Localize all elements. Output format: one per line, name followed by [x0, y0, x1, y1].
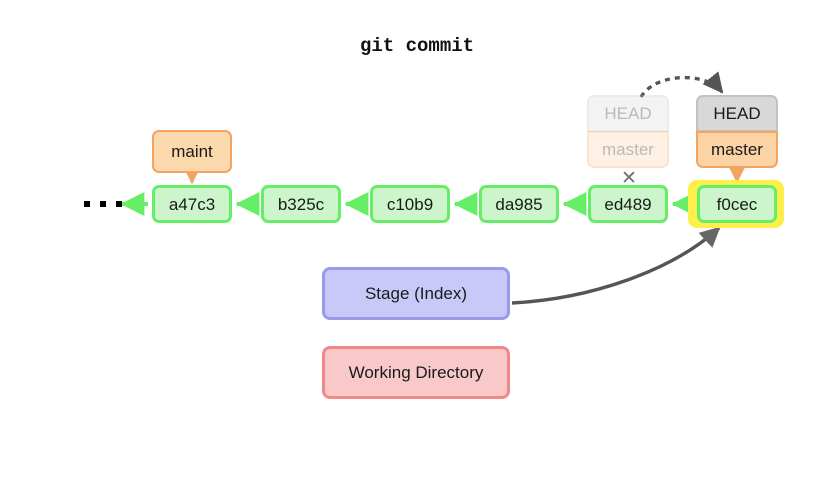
commit-node-ed489[interactable]: ed489	[588, 185, 668, 223]
commit-node-da985[interactable]: da985	[479, 185, 559, 223]
detach-x-icon: ✕	[621, 168, 637, 189]
commit-node-f0cec[interactable]: f0cec	[697, 185, 777, 223]
branch-label-master[interactable]: master	[696, 131, 778, 168]
commit-node-b325c[interactable]: b325c	[261, 185, 341, 223]
history-ellipsis	[84, 201, 122, 207]
head-label-previous: HEAD	[587, 95, 669, 132]
working-directory-box[interactable]: Working Directory	[322, 346, 510, 399]
branch-label-maint[interactable]: maint	[152, 130, 232, 173]
commit-node-a47c3[interactable]: a47c3	[152, 185, 232, 223]
head-label[interactable]: HEAD	[696, 95, 778, 132]
stage-index-box[interactable]: Stage (Index)	[322, 267, 510, 320]
branch-label-master-previous: master	[587, 131, 669, 168]
commit-node-c10b9[interactable]: c10b9	[370, 185, 450, 223]
diagram-title: git commit	[360, 35, 475, 57]
